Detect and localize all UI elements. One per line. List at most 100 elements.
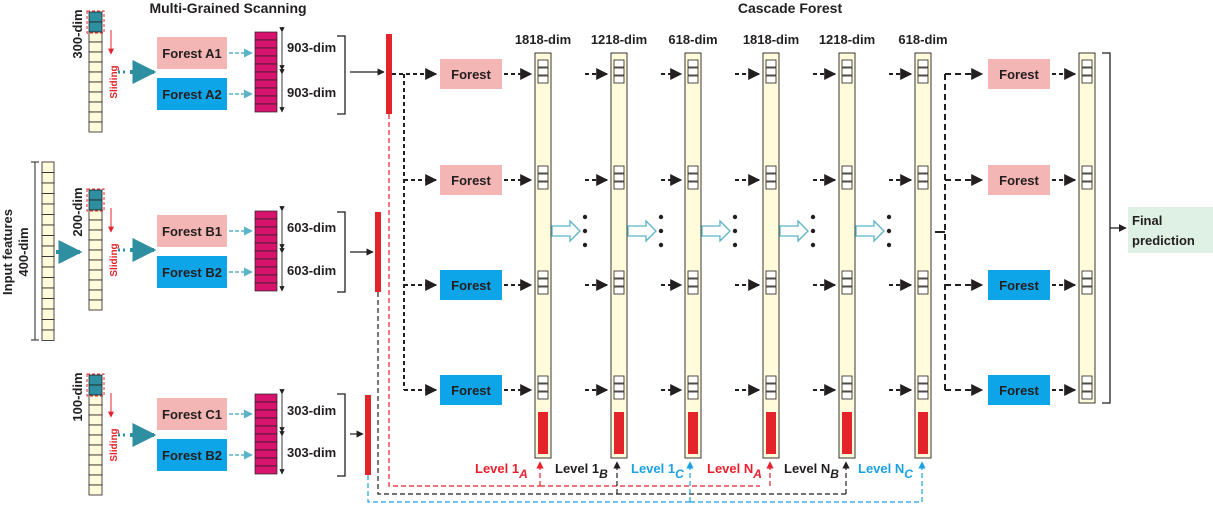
level-label-sub: A bbox=[518, 467, 528, 481]
input-cell bbox=[41, 266, 55, 278]
feature-cell bbox=[254, 47, 278, 57]
feature-cell bbox=[254, 55, 278, 65]
cascade-column-6 bbox=[914, 52, 932, 459]
level-label-sub: C bbox=[904, 467, 913, 481]
window-cell bbox=[88, 249, 103, 261]
column-slot bbox=[537, 383, 549, 392]
window-cell bbox=[88, 121, 103, 133]
column-slot bbox=[1081, 270, 1093, 279]
column-slot bbox=[1081, 278, 1093, 287]
column-slot bbox=[687, 173, 699, 182]
window-cell bbox=[88, 41, 103, 53]
column-dim-label: 618-dim bbox=[668, 32, 717, 47]
hollow-arrow bbox=[551, 219, 581, 243]
cascade-title: Cascade Forest bbox=[738, 0, 843, 16]
cascade-forest-box bbox=[988, 270, 1050, 300]
forest-label: Forest B2 bbox=[162, 448, 222, 463]
column-slot bbox=[687, 270, 699, 279]
column-slot bbox=[841, 59, 853, 68]
column-slot bbox=[917, 59, 929, 68]
cascade-column-4 bbox=[762, 52, 780, 459]
concat-bar-1 bbox=[386, 34, 392, 114]
window-dim-label: 100-dim bbox=[70, 372, 85, 421]
window-cell bbox=[88, 424, 103, 436]
cascade-forest-label: Forest bbox=[999, 278, 1039, 293]
feature-dim-label: 303-dim bbox=[287, 445, 336, 460]
cascade-forest-label: Forest bbox=[999, 383, 1039, 398]
ellipsis-dot bbox=[886, 228, 892, 234]
column-slot bbox=[917, 173, 929, 182]
column-dim-label: 1818-dim bbox=[743, 32, 799, 47]
window-cell bbox=[88, 21, 103, 33]
feature-cell bbox=[254, 210, 278, 220]
feature-cell bbox=[254, 401, 278, 411]
level-label-sub: B bbox=[599, 467, 608, 481]
cascade-forest-box bbox=[988, 165, 1050, 195]
column-slot bbox=[841, 278, 853, 287]
cascade-forest-label: Forest bbox=[451, 278, 491, 293]
column-slot bbox=[917, 181, 929, 190]
hollow-arrow bbox=[779, 219, 809, 243]
window-cell bbox=[88, 434, 103, 446]
feature-dim-label: 603-dim bbox=[287, 263, 336, 278]
ellipsis-dot bbox=[886, 214, 892, 220]
feature-cell bbox=[254, 433, 278, 443]
column-slot bbox=[613, 286, 625, 295]
input-cell bbox=[41, 172, 55, 184]
sliding-label: Sliding bbox=[109, 243, 120, 276]
column-slot bbox=[687, 375, 699, 384]
input-vector bbox=[41, 161, 55, 341]
sliding-label: Sliding bbox=[109, 65, 120, 98]
column-slot bbox=[613, 270, 625, 279]
feature-brace bbox=[337, 393, 346, 477]
scanning-title: Multi-Grained Scanning bbox=[149, 0, 306, 16]
ellipsis-dot bbox=[658, 228, 664, 234]
feedback-dark bbox=[377, 292, 850, 495]
feature-cell bbox=[254, 218, 278, 228]
ellipsis-dot bbox=[582, 242, 588, 248]
cascade-column-3 bbox=[684, 52, 702, 459]
cascade-forest-label: Forest bbox=[451, 67, 491, 82]
input-cell bbox=[41, 235, 55, 247]
column-slot bbox=[765, 375, 777, 384]
feature-cell bbox=[254, 103, 278, 113]
column-slot bbox=[1081, 75, 1093, 84]
feature-cell bbox=[254, 71, 278, 81]
column-slot bbox=[687, 286, 699, 295]
window-cell bbox=[88, 444, 103, 456]
forest-box-pink bbox=[157, 37, 227, 69]
window-cell bbox=[88, 259, 103, 271]
column-slot bbox=[1081, 181, 1093, 190]
window-cell bbox=[88, 484, 103, 496]
forest-label: Forest C1 bbox=[162, 407, 222, 422]
feature-cell bbox=[254, 417, 278, 427]
column-slot bbox=[765, 278, 777, 287]
feature-dim-label: 903-dim bbox=[287, 85, 336, 100]
column-slot bbox=[613, 59, 625, 68]
level-label-sub: C bbox=[675, 467, 684, 481]
window-cell bbox=[88, 474, 103, 486]
window-cell bbox=[88, 51, 103, 63]
window-dim-label: 200-dim bbox=[70, 187, 85, 236]
input-cell bbox=[41, 203, 55, 215]
feature-cell bbox=[254, 226, 278, 236]
input-dim-label: 400-dim bbox=[16, 227, 31, 276]
window-cell bbox=[88, 199, 103, 211]
input-cell bbox=[41, 319, 55, 331]
column-slot bbox=[613, 181, 625, 190]
column-slot bbox=[537, 375, 549, 384]
window-cell bbox=[88, 404, 103, 416]
window-cell bbox=[88, 189, 103, 201]
input-span-arrow bbox=[31, 161, 39, 341]
cascade-column-1 bbox=[534, 52, 552, 459]
final-prediction-line1: Final bbox=[1132, 213, 1162, 228]
column-dim-label: 1818-dim bbox=[515, 32, 571, 47]
level-label-base: Level N bbox=[784, 461, 830, 476]
column-slot bbox=[841, 286, 853, 295]
level-label-base: Level 1 bbox=[631, 461, 675, 476]
augmented-feature-bar bbox=[688, 412, 698, 454]
feature-cell bbox=[254, 87, 278, 97]
column-slot bbox=[613, 165, 625, 174]
cascade-forest-label: Forest bbox=[999, 173, 1039, 188]
column-slot bbox=[765, 67, 777, 76]
